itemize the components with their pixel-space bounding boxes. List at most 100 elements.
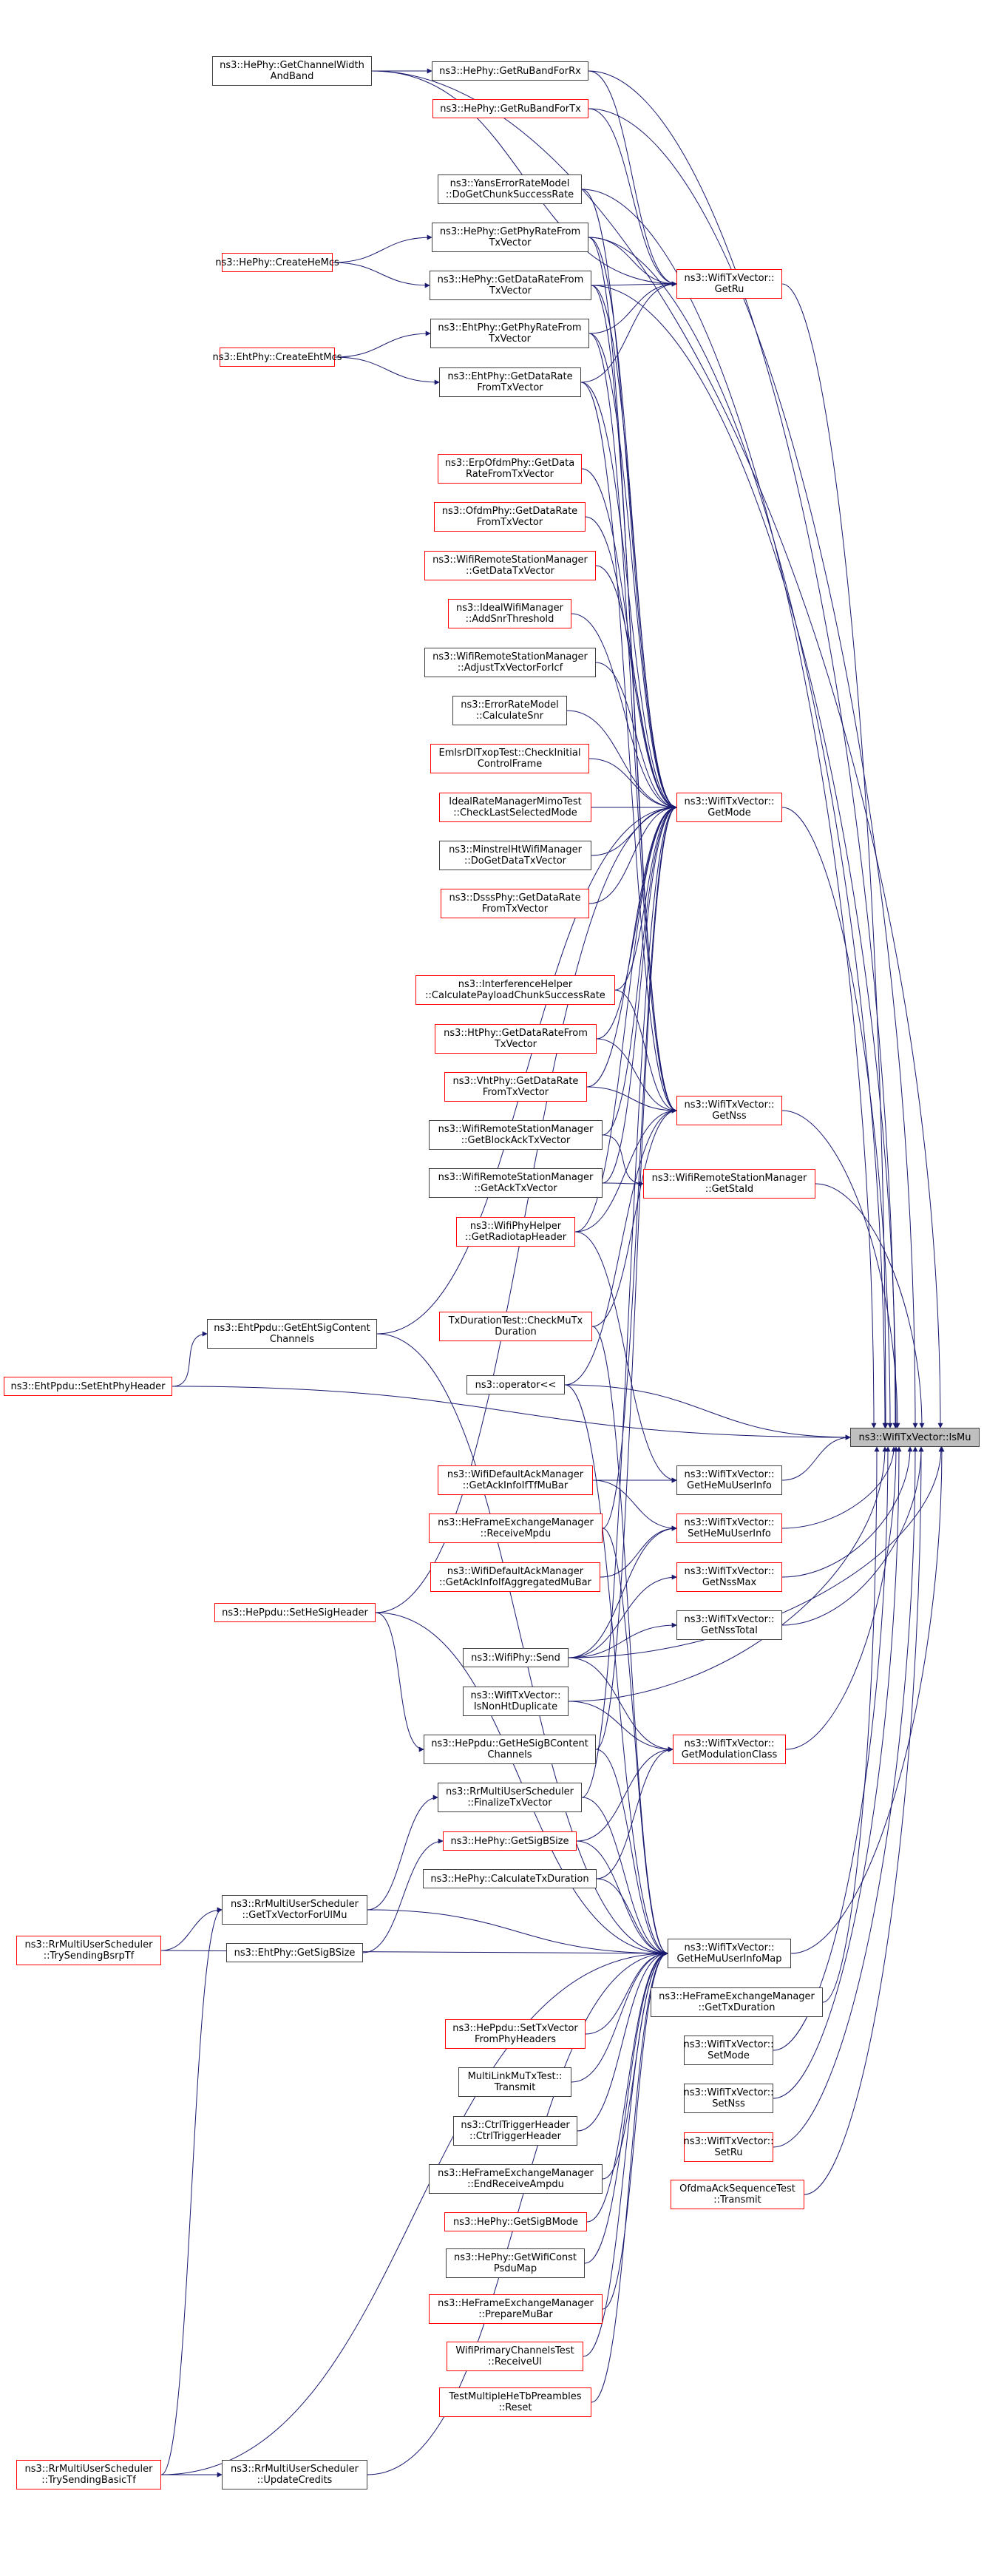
node-label: ns3::WifiRemoteStationManager ::GetDataT… (432, 555, 588, 577)
graph-node[interactable]: ns3::InterferenceHelper ::CalculatePaylo… (415, 975, 615, 1005)
node-label: ns3::HePpdu::SetTxVector FromPhyHeaders (452, 2023, 578, 2045)
graph-node[interactable]: ns3::WifiDefaultAckManager ::GetAckInfoI… (430, 1562, 600, 1592)
graph-node[interactable]: EmlsrDlTxopTest::CheckInitial ControlFra… (430, 744, 589, 773)
node-label: ns3::WifiTxVector:: IsNonHtDuplicate (470, 1690, 561, 1712)
node-label: ns3::WifiDefaultAckManager ::GetAckInfoI… (439, 1566, 591, 1588)
graph-node[interactable]: ns3::HeFrameExchangeManager ::ReceiveMpd… (429, 1514, 603, 1543)
graph-node[interactable]: ns3::WifiTxVector:: GetRu (676, 269, 782, 299)
graph-node[interactable]: ns3::HePhy::CreateHeMcs (215, 253, 339, 272)
edge-ackinfotf-to-sethemu (592, 1479, 677, 1531)
edge-htphy-to-getnss (596, 1038, 677, 1114)
graph-node[interactable]: ns3::ErpOfdmPhy::GetData RateFromTxVecto… (438, 454, 582, 484)
graph-node[interactable]: ns3::WifiTxVector:: GetMode (676, 793, 782, 822)
graph-node[interactable]: ns3::HePhy::GetWifiConst PsduMap (446, 2248, 585, 2278)
graph-node[interactable]: ns3::WifiRemoteStationManager ::GetBlock… (429, 1120, 603, 1150)
graph-node[interactable]: ns3::WifiTxVector:: GetModulationClass (673, 1735, 786, 1764)
node-label: TestMultipleHeTbPreambles ::Reset (449, 2391, 582, 2413)
edge-hedatarate-to-getru (591, 281, 677, 287)
graph-node[interactable]: ns3::WifiTxVector:: GetNss (676, 1096, 782, 1125)
graph-node[interactable]: ns3::YansErrorRateModel ::DoGetChunkSucc… (438, 174, 582, 204)
graph-node[interactable]: ns3::HePpdu::SetHeSigHeader (214, 1603, 376, 1622)
graph-node[interactable]: ns3::WifiRemoteStationManager ::GetStaId (643, 1169, 815, 1199)
graph-node[interactable]: ns3::WifiTxVector:: GetNssTotal (676, 1610, 782, 1640)
graph-node[interactable]: ns3::MinstrelHtWifiManager ::DoGetDataTx… (439, 841, 591, 870)
graph-node[interactable]: IdealRateManagerMimoTest ::CheckLastSele… (439, 793, 591, 822)
edge-createehtmcs-to-ehtphyrate (334, 331, 431, 358)
graph-node[interactable]: ns3::WifiPhy::Send (463, 1648, 569, 1667)
node-label: ns3::RrMultiUserScheduler ::TrySendingBa… (24, 2464, 153, 2486)
edge-bsrptf-to-txvecul (160, 1907, 223, 1951)
graph-node[interactable]: ns3::HeFrameExchangeManager ::GetTxDurat… (651, 1987, 823, 2017)
edge-ehtsigbsize-to-hesigbsize (362, 1838, 444, 1953)
graph-node[interactable]: ns3::HePhy::GetDataRateFrom TxVector (430, 271, 591, 300)
graph-node[interactable]: ns3::HeFrameExchangeManager ::EndReceive… (429, 2164, 603, 2194)
graph-node[interactable]: ns3::RrMultiUserScheduler ::TrySendingBa… (16, 2460, 161, 2489)
edge-hedatarate-to-getmode (591, 285, 677, 810)
edge-txdurtest-to-getnss (591, 1108, 677, 1327)
node-label: ns3::WifiRemoteStationManager ::GetBlock… (438, 1124, 594, 1146)
graph-node[interactable]: ns3::EhtPhy::GetSigBSize (226, 1943, 363, 1962)
graph-node[interactable]: ns3::HePhy::GetChannelWidth AndBand (212, 56, 372, 86)
edge-hesigbcc-to-getmode (595, 804, 677, 1750)
edge-multilink-to-hemumap (571, 1950, 668, 2083)
edge-ehtdatarate-to-getmode (580, 382, 677, 810)
edge-txdurtest-to-hemumap (591, 1326, 668, 1956)
graph-node[interactable]: ns3::WifiTxVector:: SetRu (684, 2132, 774, 2162)
graph-node[interactable]: ns3::WifiRemoteStationManager ::AdjustTx… (424, 648, 596, 677)
edge-recvmpdu-to-hemumap (602, 1528, 668, 1956)
graph-node[interactable]: ns3::HeFrameExchangeManager ::PrepareMuB… (429, 2294, 603, 2324)
edge-vhtphy-to-getmode (586, 804, 677, 1088)
graph-node[interactable]: ns3::CtrlTriggerHeader ::CtrlTriggerHead… (453, 2116, 577, 2146)
graph-node[interactable]: ns3::WifiTxVector:: GetNssMax (676, 1562, 782, 1592)
graph-node[interactable]: ns3::WifiTxVector:: IsNonHtDuplicate (463, 1687, 569, 1716)
graph-node[interactable]: ns3::WifiRemoteStationManager ::GetDataT… (424, 551, 596, 580)
graph-node[interactable]: ns3::HePhy::CalculateTxDuration (423, 1869, 597, 1888)
node-label: ns3::EhtPhy::GetPhyRateFrom TxVector (438, 322, 582, 345)
graph-node[interactable]: ns3::RrMultiUserScheduler ::UpdateCredit… (222, 2460, 367, 2489)
graph-node[interactable]: ns3::EhtPpdu::GetEhtSigContent Channels (207, 1319, 377, 1349)
graph-node[interactable]: MultiLinkMuTxTest:: Transmit (458, 2067, 571, 2097)
graph-node[interactable]: ns3::WifiTxVector:: SetHeMuUserInfo (676, 1514, 782, 1543)
graph-node[interactable]: ns3::HePhy::GetSigBSize (443, 1831, 577, 1851)
graph-node[interactable]: ns3::WifiPhyHelper ::GetRadiotapHeader (456, 1217, 575, 1247)
graph-node[interactable]: ns3::WifiDefaultAckManager ::GetAckInfoI… (438, 1465, 593, 1495)
node-label: ns3::ErrorRateModel ::CalculateSnr (461, 699, 559, 722)
graph-node[interactable]: WifiPrimaryChannelsTest ::ReceiveUl (447, 2342, 583, 2371)
graph-node[interactable]: ns3::HePpdu::SetTxVector FromPhyHeaders (445, 2019, 586, 2049)
graph-node[interactable]: ns3::RrMultiUserScheduler ::FinalizeTxVe… (438, 1783, 582, 1812)
edge-finalize-to-hemumap (581, 1797, 668, 1956)
graph-node[interactable]: ns3::EhtPhy::GetDataRate FromTxVector (439, 367, 581, 397)
graph-node[interactable]: ns3::HePhy::GetRuBandForRx (432, 61, 588, 81)
graph-node[interactable]: ns3::RrMultiUserScheduler ::GetTxVectorF… (222, 1895, 367, 1925)
graph-node[interactable]: ns3::ErrorRateModel ::CalculateSnr (452, 696, 567, 725)
graph-node[interactable]: TestMultipleHeTbPreambles ::Reset (439, 2387, 591, 2417)
graph-node[interactable]: ns3::RrMultiUserScheduler ::TrySendingBs… (16, 1936, 161, 1965)
graph-node[interactable]: OfdmaAckSequenceTest ::Transmit (671, 2180, 804, 2209)
graph-node[interactable]: ns3::operator<< (466, 1375, 565, 1394)
graph-node[interactable]: ns3::WifiTxVector:: SetNss (684, 2084, 774, 2113)
graph-node[interactable]: ns3::WifiTxVector:: GetHeMuUserInfoMap (668, 1939, 791, 1968)
graph-node[interactable]: ns3::DsssPhy::GetDataRate FromTxVector (441, 889, 589, 918)
node-label: IdealRateManagerMimoTest ::CheckLastSele… (449, 796, 582, 818)
graph-node[interactable]: ns3::VhtPhy::GetDataRate FromTxVector (444, 1072, 587, 1102)
graph-node[interactable]: ns3::EhtPhy::GetPhyRateFrom TxVector (430, 319, 589, 348)
graph-node[interactable]: ns3::HePhy::GetSigBMode (444, 2212, 587, 2231)
graph-node[interactable]: ns3::IdealWifiManager ::AddSnrThreshold (448, 599, 571, 628)
graph-node[interactable]: ns3::HePhy::GetPhyRateFrom TxVector (432, 223, 588, 252)
graph-node[interactable]: ns3::EhtPpdu::SetEhtPhyHeader (4, 1377, 172, 1396)
graph-node[interactable]: ns3::WifiTxVector:: SetMode (683, 2036, 774, 2065)
graph-node[interactable]: ns3::OfdmPhy::GetDataRate FromTxVector (434, 502, 586, 532)
graph-node[interactable]: ns3::EhtPhy::CreateEhtMcs (212, 348, 342, 367)
node-label: ns3::WifiTxVector:: GetHeMuUserInfo (684, 1469, 775, 1491)
node-label: ns3::WifiTxVector::IsMu (858, 1431, 971, 1443)
node-label: ns3::HePhy::GetDataRateFrom TxVector (437, 274, 584, 296)
edge-ctrltrig-to-hemumap (577, 1950, 668, 2132)
graph-node[interactable]: ns3::HePpdu::GetHeSigBContent Channels (424, 1735, 596, 1764)
graph-node[interactable]: ns3::WifiTxVector:: GetHeMuUserInfo (676, 1465, 782, 1495)
node-label: ns3::WifiTxVector:: SetMode (683, 2039, 774, 2061)
graph-node[interactable]: ns3::WifiRemoteStationManager ::GetAckTx… (429, 1168, 603, 1198)
node-label: ns3::WifiTxVector:: GetMode (684, 796, 775, 818)
graph-node[interactable]: TxDurationTest::CheckMuTx Duration (439, 1312, 592, 1341)
graph-node[interactable]: ns3::HePhy::GetRuBandForTx (432, 99, 588, 118)
graph-node[interactable]: ns3::HtPhy::GetDataRateFrom TxVector (435, 1024, 597, 1054)
